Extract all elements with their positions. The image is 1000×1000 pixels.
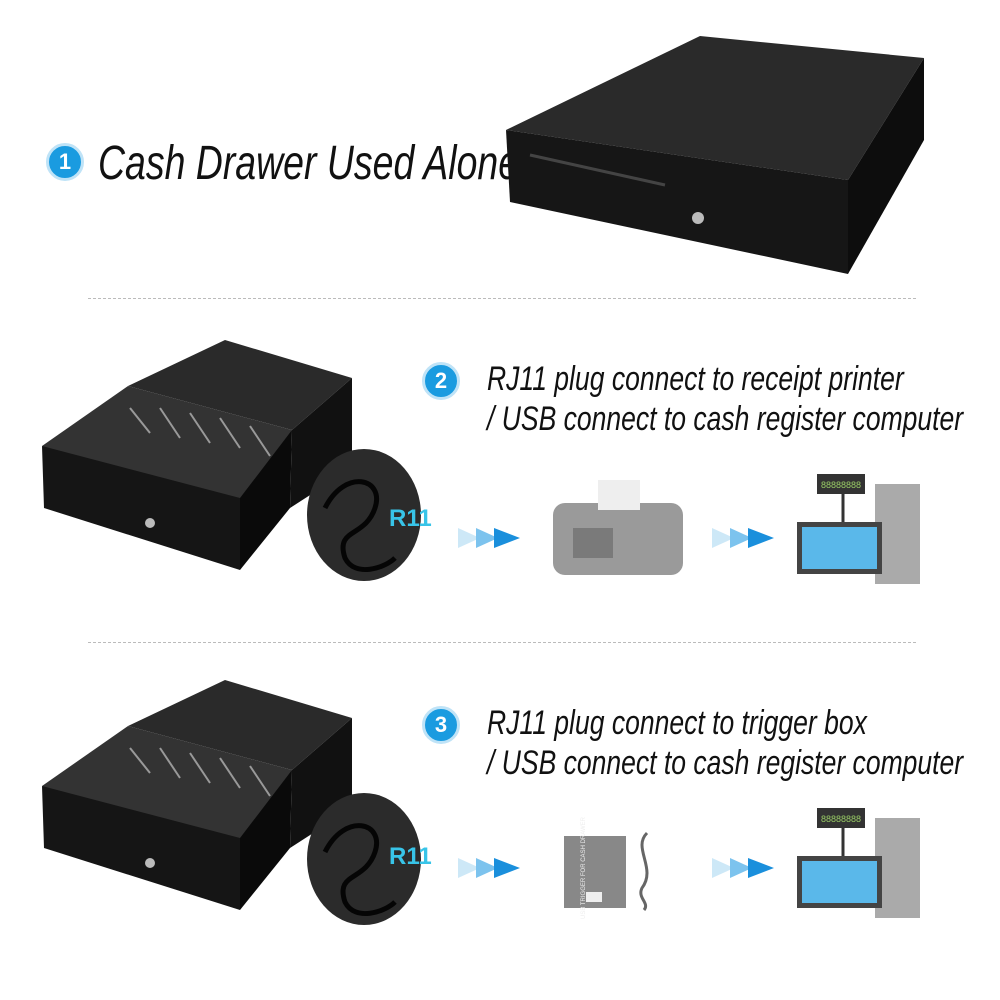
receipt-printer-image <box>553 480 683 575</box>
arrow-icon <box>458 858 520 878</box>
trigger-box-text: USB TRIGGER FOR CASH DRAWER <box>581 816 587 919</box>
cash-drawer-closed-image <box>506 36 924 274</box>
section-2-line1: RJ11 plug connect to receipt printer <box>487 360 904 398</box>
pos-computer-image: 88888888 <box>797 808 920 918</box>
cash-drawer-open-image <box>42 680 352 910</box>
divider <box>88 642 916 643</box>
divider <box>88 298 916 299</box>
section-3-line1: RJ11 plug connect to trigger box <box>487 704 867 742</box>
arrow-icon <box>712 528 774 548</box>
rj11-cable-image: R11 <box>307 449 432 581</box>
display-text: 88888888 <box>821 480 861 490</box>
display-text: 88888888 <box>821 814 861 824</box>
arrow-icon <box>458 528 520 548</box>
step-badge-1: 1 <box>46 143 84 181</box>
section-2-line2: / USB connect to cash register computer <box>487 400 964 438</box>
cable-label: R11 <box>389 843 432 870</box>
cash-drawer-open-image <box>42 340 352 570</box>
arrow-icon <box>712 858 774 878</box>
section-1-title: Cash Drawer Used Alone <box>98 137 520 190</box>
section-3-line2: / USB connect to cash register computer <box>487 744 964 782</box>
rj11-cable-image: R11 <box>307 793 432 925</box>
cable-label: R11 <box>389 505 432 532</box>
step-badge-2: 2 <box>422 362 460 400</box>
step-badge-3: 3 <box>422 706 460 744</box>
usb-trigger-box-image: USB TRIGGER FOR CASH DRAWER <box>564 816 649 919</box>
pos-computer-image: 88888888 <box>797 474 920 584</box>
